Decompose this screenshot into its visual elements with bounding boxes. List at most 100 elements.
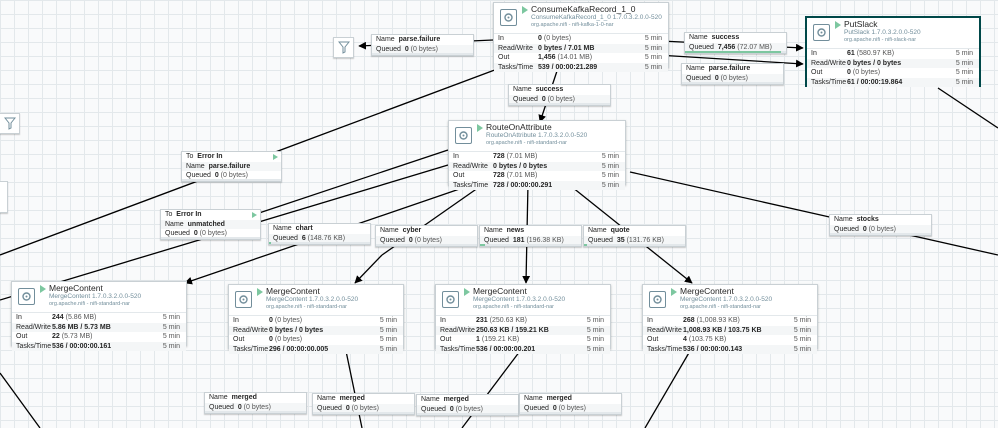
play-icon (257, 288, 263, 296)
processor-merge-content-4[interactable]: MergeContent MergeContent 1.7.0.3.2.0.0-… (642, 284, 818, 354)
queue-fill-bar (182, 179, 281, 181)
connection-parse-failure-left[interactable]: Name parse.failure Queued 0 (0 bytes) (371, 34, 474, 56)
processor-name: MergeContent (266, 286, 320, 296)
queue-fill-bar (205, 411, 306, 413)
queue-fill-bar (830, 233, 931, 235)
processor-icon (442, 291, 459, 308)
play-icon (477, 124, 483, 132)
processor-merge-content-1[interactable]: MergeContent MergeContent 1.7.0.3.2.0.0-… (11, 281, 187, 351)
play-icon (40, 285, 46, 293)
processor-icon (649, 291, 666, 308)
processor-header: MergeContent MergeContent 1.7.0.3.2.0.0-… (436, 285, 610, 316)
funnel-top[interactable] (333, 37, 354, 58)
processor-consume-kafka[interactable]: ConsumeKafkaRecord_1_0 ConsumeKafkaRecor… (493, 2, 669, 72)
connection-parse-failure-right[interactable]: Name parse.failure Queued 0 (0 bytes) (681, 63, 784, 85)
processor-name: PutSlack (844, 19, 878, 29)
processor-type: ConsumeKafkaRecord_1_0 1.7.0.3.2.0.0-520 (531, 14, 662, 21)
processor-merge-content-2[interactable]: MergeContent MergeContent 1.7.0.3.2.0.0-… (228, 284, 404, 354)
connection-error-in-unmatched[interactable]: To Error In Name unmatched Queued 0 (0 b… (160, 209, 261, 240)
processor-put-slack[interactable]: PutSlack PutSlack 1.7.0.3.2.0.0-520 org.… (806, 17, 980, 87)
connection-merged-2[interactable]: Name merged Queued 0 (0 bytes) (312, 393, 415, 415)
queue-fill-bar (313, 412, 414, 414)
connection-error-in-parse-failure[interactable]: To Error In Name parse.failure Queued 0 … (181, 151, 282, 182)
play-icon (464, 288, 470, 296)
queue-fill-bar (269, 242, 370, 244)
processor-header: MergeContent MergeContent 1.7.0.3.2.0.0-… (229, 285, 403, 316)
play-icon (835, 21, 841, 29)
play-icon (273, 154, 278, 160)
processor-name: ConsumeKafkaRecord_1_0 (531, 4, 636, 14)
processor-name: MergeContent (473, 286, 527, 296)
processor-type: RouteOnAttribute 1.7.0.3.2.0.0-520 (486, 132, 588, 139)
processor-merge-content-3[interactable]: MergeContent MergeContent 1.7.0.3.2.0.0-… (435, 284, 611, 354)
processor-bundle: org.apache.nifi - nifi-standard-nar (680, 304, 762, 310)
processor-name: MergeContent (49, 283, 103, 293)
processor-type: PutSlack 1.7.0.3.2.0.0-520 (844, 29, 921, 36)
queue-fill-bar (372, 53, 473, 55)
queue-fill-bar (685, 51, 786, 53)
connection-merged-3[interactable]: Name merged Queued 0 (0 bytes) (416, 394, 519, 416)
processor-type: MergeContent 1.7.0.3.2.0.0-520 (680, 296, 773, 303)
connection-news[interactable]: Name news Queued 181 (196.38 KB) (479, 225, 582, 247)
queue-fill-bar (584, 244, 685, 246)
connection-merged-4[interactable]: Name merged Queued 0 (0 bytes) (519, 393, 622, 415)
processor-name: MergeContent (680, 286, 734, 296)
funnel-edge[interactable] (0, 181, 8, 213)
processor-type: MergeContent 1.7.0.3.2.0.0-520 (266, 296, 359, 303)
processor-type: MergeContent 1.7.0.3.2.0.0-520 (49, 293, 142, 300)
funnel-left[interactable] (0, 113, 20, 134)
processor-bundle: org.apache.nifi - nifi-slack-nar (844, 37, 917, 43)
processor-header: RouteOnAttribute RouteOnAttribute 1.7.0.… (449, 121, 625, 152)
processor-header: MergeContent MergeContent 1.7.0.3.2.0.0-… (12, 282, 186, 313)
queue-fill-bar (520, 412, 621, 414)
processor-header: PutSlack PutSlack 1.7.0.3.2.0.0-520 org.… (807, 18, 979, 49)
connection-success-slack[interactable]: Name success Queued 7,456 (72.07 MB) (684, 32, 787, 54)
queue-fill-bar (417, 413, 518, 415)
processor-route-on-attribute[interactable]: RouteOnAttribute RouteOnAttribute 1.7.0.… (448, 120, 626, 190)
processor-header: MergeContent MergeContent 1.7.0.3.2.0.0-… (643, 285, 817, 316)
queue-fill-bar (161, 237, 260, 239)
queue-fill-bar (376, 244, 477, 246)
play-icon (252, 212, 257, 218)
connection-quote[interactable]: Name quote Queued 35 (131.76 KB) (583, 225, 686, 247)
processor-header: ConsumeKafkaRecord_1_0 ConsumeKafkaRecor… (494, 3, 668, 34)
play-icon (671, 288, 677, 296)
connection-merged-1[interactable]: Name merged Queued 0 (0 bytes) (204, 392, 307, 414)
connection-stocks[interactable]: Name stocks Queued 0 (0 bytes) (829, 214, 932, 236)
connection-cyber[interactable]: Name cyber Queued 0 (0 bytes) (375, 225, 478, 247)
processor-icon (18, 288, 35, 305)
processor-bundle: org.apache.nifi - nifi-standard-nar (486, 140, 568, 146)
processor-bundle: org.apache.nifi - nifi-standard-nar (473, 304, 555, 310)
play-icon (522, 6, 528, 14)
funnel-icon (337, 41, 350, 54)
processor-type: MergeContent 1.7.0.3.2.0.0-520 (473, 296, 566, 303)
queue-fill-bar (480, 244, 581, 246)
processor-name: RouteOnAttribute (486, 122, 552, 132)
connection-chart[interactable]: Name chart Queued 6 (148.76 KB) (268, 223, 371, 245)
connection-success-route[interactable]: Name success Queued 0 (0 bytes) (508, 84, 611, 106)
